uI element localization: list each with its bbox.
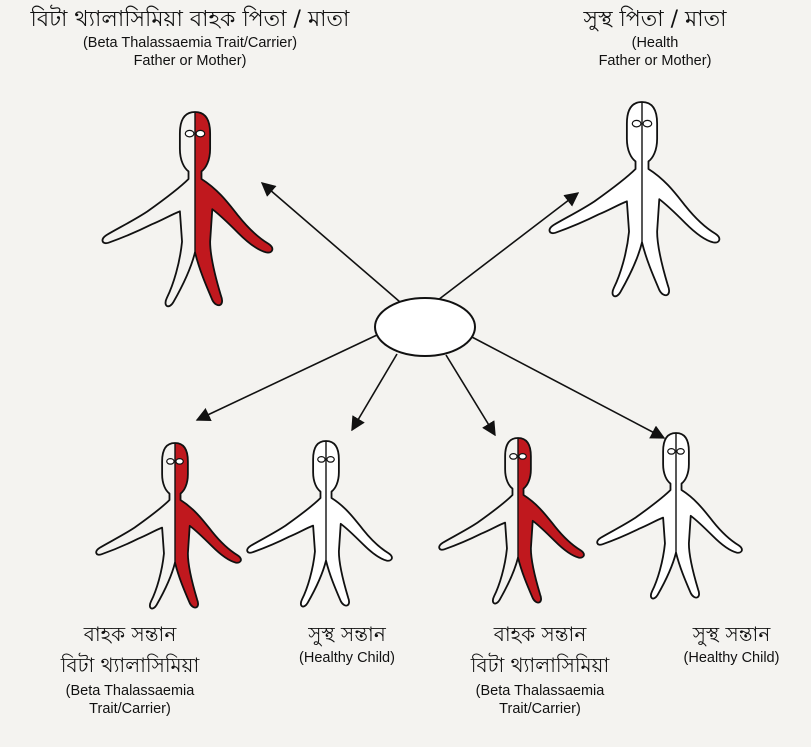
arrow-to-child-1 — [197, 335, 377, 420]
carrier-parent-figure — [103, 112, 273, 306]
child-2-figure-outline — [247, 441, 392, 607]
child-1-bn1: বাহক সন্তান — [20, 622, 240, 647]
child-2-figure-left-eye — [318, 457, 325, 463]
child-1-en2: Trait/Carrier) — [20, 700, 240, 718]
child-4-figure-right-eye — [677, 449, 684, 455]
child-1-figure — [96, 443, 241, 609]
healthy-parent-figure-outline — [550, 102, 720, 296]
child-1-bn2: বিটা থ্যালাসিমিয়া — [20, 653, 240, 678]
child-1-figure-left-eye — [167, 459, 174, 465]
child-3-bn1: বাহক সন্তান — [430, 622, 650, 647]
carrier-parent-title-bn: বিটা থ্যালাসিমিয়া বাহক পিতা / মাতা — [0, 6, 380, 34]
healthy-parent-line2: Father or Mother) — [540, 52, 770, 70]
healthy-parent-figure-right-eye — [643, 120, 652, 126]
carrier-parent-figure-outline — [103, 112, 273, 306]
arrow-to-healthy-parent — [438, 193, 578, 300]
child-3-en1: (Beta Thalassaemia — [430, 682, 650, 700]
child-3-figure-outline — [439, 438, 584, 604]
carrier-parent-line2: Father or Mother) — [0, 52, 380, 70]
child-4-bn1: সুস্থ সন্তান — [652, 622, 811, 647]
child-1-label: বাহক সন্তান বিটা থ্যালাসিমিয়া (Beta Tha… — [20, 622, 240, 718]
child-4-en1: (Healthy Child) — [652, 649, 811, 667]
healthy-parent-figure — [550, 102, 720, 296]
carrier-parent-figure-left-eye — [185, 130, 194, 136]
child-2-figure — [247, 441, 392, 607]
child-2-label: সুস্থ সন্তান (Healthy Child) — [262, 622, 432, 667]
arrow-to-child-2 — [352, 354, 397, 430]
child-3-bn2: বিটা থ্যালাসিমিয়া — [430, 653, 650, 678]
arrow-to-child-3 — [446, 355, 495, 435]
child-2-bn1: সুস্থ সন্তান — [262, 622, 432, 647]
child-4-figure-left-eye — [668, 449, 675, 455]
child-3-figure — [439, 438, 584, 604]
healthy-parent-label: সুস্থ পিতা / মাতা (Health Father or Moth… — [540, 6, 770, 70]
healthy-parent-title-bn: সুস্থ পিতা / মাতা — [540, 6, 770, 34]
carrier-parent-label: বিটা থ্যালাসিমিয়া বাহক পিতা / মাতা (Bet… — [0, 6, 380, 70]
child-1-en1: (Beta Thalassaemia — [20, 682, 240, 700]
child-3-en2: Trait/Carrier) — [430, 700, 650, 718]
arrow-to-carrier-parent — [262, 183, 400, 302]
arrow-to-child-4 — [470, 336, 664, 438]
child-4-figure — [597, 433, 742, 599]
child-3-label: বাহক সন্তান বিটা থ্যালাসিমিয়া (Beta Tha… — [430, 622, 650, 718]
child-1-figure-outline — [96, 443, 241, 609]
healthy-parent-line1: (Health — [540, 34, 770, 52]
child-2-en1: (Healthy Child) — [262, 649, 432, 667]
carrier-parent-line1: (Beta Thalassaemia Trait/Carrier) — [0, 34, 380, 52]
center-node — [375, 298, 475, 356]
child-1-figure-right-eye — [176, 459, 183, 465]
child-3-figure-right-eye — [519, 454, 526, 460]
child-3-figure-left-eye — [510, 454, 517, 460]
child-4-figure-outline — [597, 433, 742, 599]
healthy-parent-figure-left-eye — [632, 120, 641, 126]
carrier-parent-figure-right-eye — [196, 130, 205, 136]
child-2-figure-right-eye — [327, 457, 334, 463]
child-4-label: সুস্থ সন্তান (Healthy Child) — [652, 622, 811, 667]
